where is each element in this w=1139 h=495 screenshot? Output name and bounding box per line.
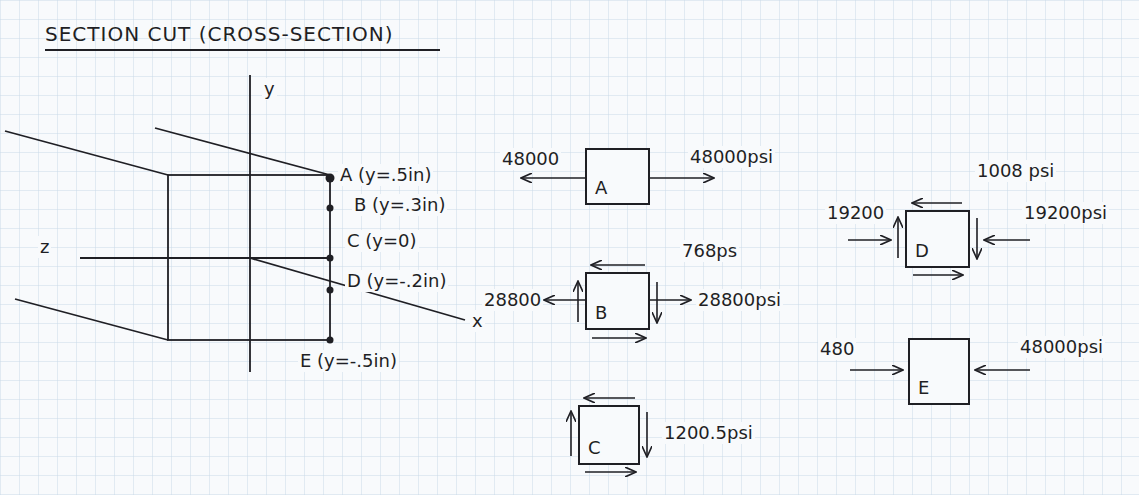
element-letter: D <box>915 240 929 262</box>
stress-value: 1008 psi <box>975 160 1056 182</box>
stress-value: 48000 <box>500 148 561 170</box>
sheet-title: SECTION CUT (CROSS-SECTION) <box>45 22 394 46</box>
point-label: D (y=-.2in) <box>345 270 448 292</box>
stress-element: A <box>585 148 650 205</box>
stress-value: 28800psi <box>696 289 783 311</box>
stress-value: 28800 <box>482 289 543 311</box>
point-label: B (y=.3in) <box>352 194 447 216</box>
stress-element: B <box>585 272 650 330</box>
point-label: C (y=0) <box>345 230 419 252</box>
element-letter: C <box>588 437 601 459</box>
stress-value: 1200.5psi <box>662 422 755 444</box>
stress-value: 48000psi <box>688 146 775 168</box>
element-letter: B <box>595 302 607 324</box>
beam-sketch <box>5 50 465 372</box>
stress-element: D <box>905 210 970 268</box>
stress-value: 480 <box>818 338 856 360</box>
stress-value: 48000psi <box>1018 336 1105 358</box>
element-letter: A <box>595 177 607 199</box>
point-dots <box>326 174 335 344</box>
axis-label: y <box>262 78 277 100</box>
stress-element: C <box>578 405 640 465</box>
stress-value: 768ps <box>680 240 739 262</box>
axis-label: x <box>470 310 485 332</box>
stress-element: E <box>908 338 970 405</box>
stress-arrows <box>522 178 1030 472</box>
element-letter: E <box>918 377 929 399</box>
stress-value: 19200 <box>825 202 886 224</box>
point-label: A (y=.5in) <box>338 164 433 186</box>
point-label: E (y=-.5in) <box>298 350 399 372</box>
axis-label: z <box>38 236 51 258</box>
stress-value: 19200psi <box>1022 202 1109 224</box>
